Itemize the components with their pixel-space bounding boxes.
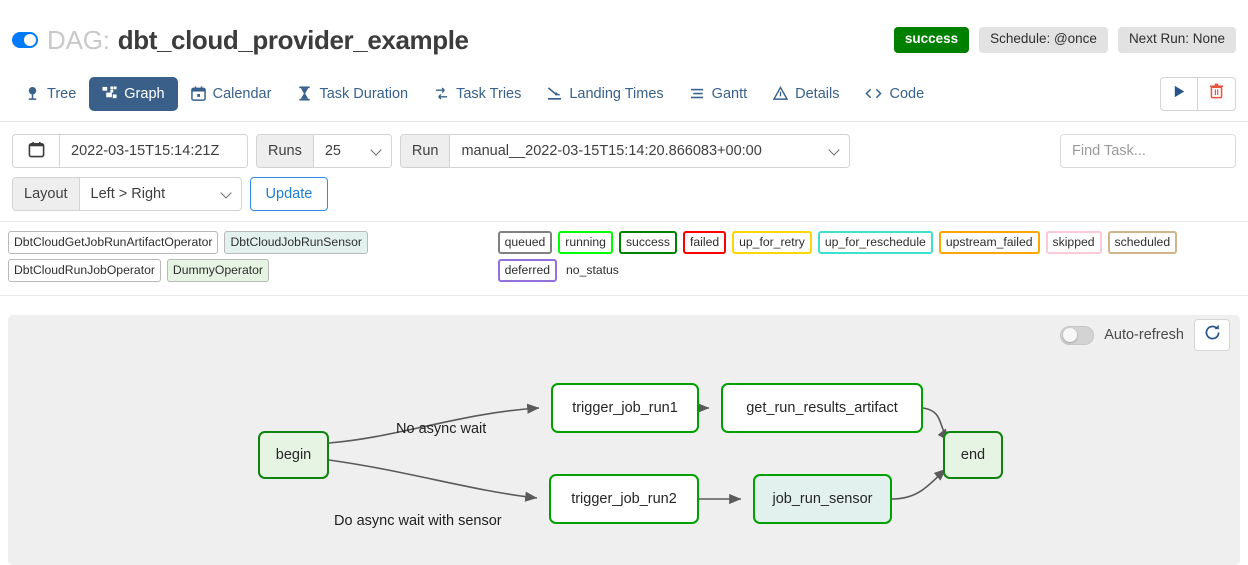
- runs-select[interactable]: 25: [313, 134, 392, 168]
- tab-label: Task Tries: [456, 85, 522, 102]
- tab-task-duration[interactable]: Task Duration: [284, 77, 421, 111]
- calendar-icon: [28, 141, 45, 162]
- retry-icon: [434, 86, 449, 101]
- delete-dag-button[interactable]: [1198, 76, 1236, 111]
- base-date-group: 2022-03-15T15:14:21Z: [12, 134, 248, 168]
- legend-operator-chip: DbtCloudRunJobOperator: [8, 259, 161, 283]
- graph-panel: Auto-refresh: [8, 315, 1240, 565]
- graph-controls: Auto-refresh: [1060, 319, 1230, 351]
- runs-label: Runs: [256, 134, 314, 168]
- tab-graph[interactable]: Graph: [89, 76, 178, 111]
- trigger-dag-button[interactable]: [1160, 76, 1198, 111]
- legend-state-chip: success: [618, 231, 677, 255]
- tab-label: Code: [889, 85, 925, 102]
- refresh-icon: [1203, 323, 1222, 347]
- edge-label-do-async-wait: Do async wait with sensor: [334, 513, 502, 529]
- run-toolbar: 2022-03-15T15:14:21Z Runs 25 Run manual_…: [0, 122, 1248, 222]
- tab-gantt[interactable]: Gantt: [677, 77, 760, 111]
- graph-node-end[interactable]: end: [943, 431, 1003, 479]
- dag-header: DAG: dbt_cloud_provider_example success …: [0, 0, 1248, 66]
- node-label: end: [960, 447, 986, 463]
- layout-label: Layout: [12, 177, 80, 211]
- auto-refresh-label: Auto-refresh: [1104, 327, 1184, 343]
- next-run-badge: Next Run: None: [1117, 27, 1236, 53]
- graph-node-trigger-job-run2[interactable]: trigger_job_run2: [549, 474, 699, 524]
- landing-icon: [547, 86, 562, 101]
- graph-node-trigger-job-run1[interactable]: trigger_job_run1: [551, 383, 699, 433]
- graph-node-begin[interactable]: begin: [258, 431, 329, 479]
- triangle-info-icon: [773, 86, 789, 101]
- schedule-badge: Schedule: @once: [979, 27, 1108, 53]
- dag-action-buttons: [1160, 76, 1236, 111]
- legend-state-chip: failed: [682, 231, 727, 255]
- trash-icon: [1209, 83, 1224, 104]
- graph-node-job-run-sensor[interactable]: job_run_sensor: [753, 474, 892, 524]
- page-title: dbt_cloud_provider_example: [117, 24, 469, 55]
- tab-label: Calendar: [212, 85, 272, 102]
- legend-operator-chip: DbtCloudGetJobRunArtifactOperator: [8, 231, 219, 255]
- legend-state-chip: queued: [497, 231, 553, 255]
- dag-pause-toggle[interactable]: [12, 32, 38, 48]
- legend-state-chip: up_for_reschedule: [817, 231, 933, 255]
- calendar-picker-button[interactable]: [12, 134, 60, 168]
- gantt-icon: [690, 86, 705, 101]
- node-label: begin: [275, 447, 312, 463]
- legend-state-chip: up_for_retry: [732, 231, 812, 255]
- legend-state-chip: deferred: [497, 259, 558, 283]
- tab-landing-times[interactable]: Landing Times: [534, 77, 676, 111]
- tab-tree[interactable]: Tree: [12, 77, 89, 111]
- auto-refresh-toggle[interactable]: [1060, 325, 1095, 345]
- operator-legend: DbtCloudGetJobRunArtifactOperator DbtClo…: [8, 231, 498, 287]
- state-legend: queued running success failed up_for_ret…: [497, 231, 1240, 287]
- legend-state-chip: running: [558, 231, 613, 255]
- legend-operator-chip: DbtCloudJobRunSensor: [224, 231, 368, 255]
- tab-label: Graph: [124, 85, 165, 102]
- legend: DbtCloudGetJobRunArtifactOperator DbtClo…: [0, 222, 1248, 297]
- edge-label-no-async-wait: No async wait: [396, 421, 487, 437]
- node-label: trigger_job_run1: [572, 400, 678, 416]
- tab-label: Gantt: [711, 85, 748, 102]
- layout-select[interactable]: Left > Right: [79, 177, 242, 211]
- tree-icon: [25, 86, 40, 101]
- run-label: Run: [399, 134, 451, 168]
- hourglass-icon: [297, 86, 312, 101]
- graph-edges: [328, 402, 950, 505]
- graph-node-get-run-results-artifact[interactable]: get_run_results_artifact: [721, 383, 923, 433]
- tab-calendar[interactable]: Calendar: [178, 77, 285, 111]
- legend-state-chip: skipped: [1045, 231, 1102, 255]
- legend-state-chip: upstream_failed: [938, 231, 1040, 255]
- view-tabs: Tree Graph Calendar Task Duration Task T…: [0, 66, 1248, 122]
- legend-state-chip: scheduled: [1107, 231, 1178, 255]
- legend-operator-chip: DummyOperator: [166, 259, 269, 283]
- toolbar-line-top: 2022-03-15T15:14:21Z Runs 25 Run manual_…: [12, 134, 1236, 168]
- refresh-button[interactable]: [1194, 319, 1230, 351]
- graph-canvas[interactable]: begin trigger_job_run1 get_run_results_a…: [8, 315, 1240, 565]
- tab-label: Tree: [47, 85, 77, 102]
- tab-label: Details: [795, 85, 840, 102]
- graph-icon: [102, 86, 117, 101]
- run-group: Run manual__2022-03-15T15:14:20.866083+0…: [399, 134, 851, 168]
- find-task-input[interactable]: [1060, 134, 1236, 168]
- tab-label: Task Duration: [319, 85, 409, 102]
- update-button[interactable]: Update: [249, 177, 329, 211]
- base-date-input[interactable]: 2022-03-15T15:14:21Z: [60, 134, 248, 168]
- code-icon: [865, 86, 883, 101]
- tab-task-tries[interactable]: Task Tries: [421, 77, 534, 111]
- play-icon: [1172, 84, 1187, 104]
- tab-label: Landing Times: [569, 85, 664, 102]
- node-label: job_run_sensor: [772, 491, 873, 507]
- run-select[interactable]: manual__2022-03-15T15:14:20.866083+00:00: [450, 134, 851, 168]
- legend-row: DbtCloudGetJobRunArtifactOperator DbtClo…: [8, 231, 1240, 287]
- tab-details[interactable]: Details: [760, 77, 852, 111]
- node-label: get_run_results_artifact: [746, 400, 898, 416]
- calendar-icon: [190, 86, 206, 101]
- node-label: trigger_job_run2: [571, 491, 677, 507]
- status-badge: success: [893, 27, 970, 53]
- runs-group: Runs 25: [256, 134, 392, 168]
- layout-group: Layout Left > Right: [12, 177, 242, 211]
- toolbar-line-bottom: Layout Left > Right Update: [12, 177, 1236, 211]
- tab-code[interactable]: Code: [852, 77, 937, 111]
- dag-label: DAG:: [47, 24, 110, 55]
- legend-state-chip: no_status: [566, 263, 619, 278]
